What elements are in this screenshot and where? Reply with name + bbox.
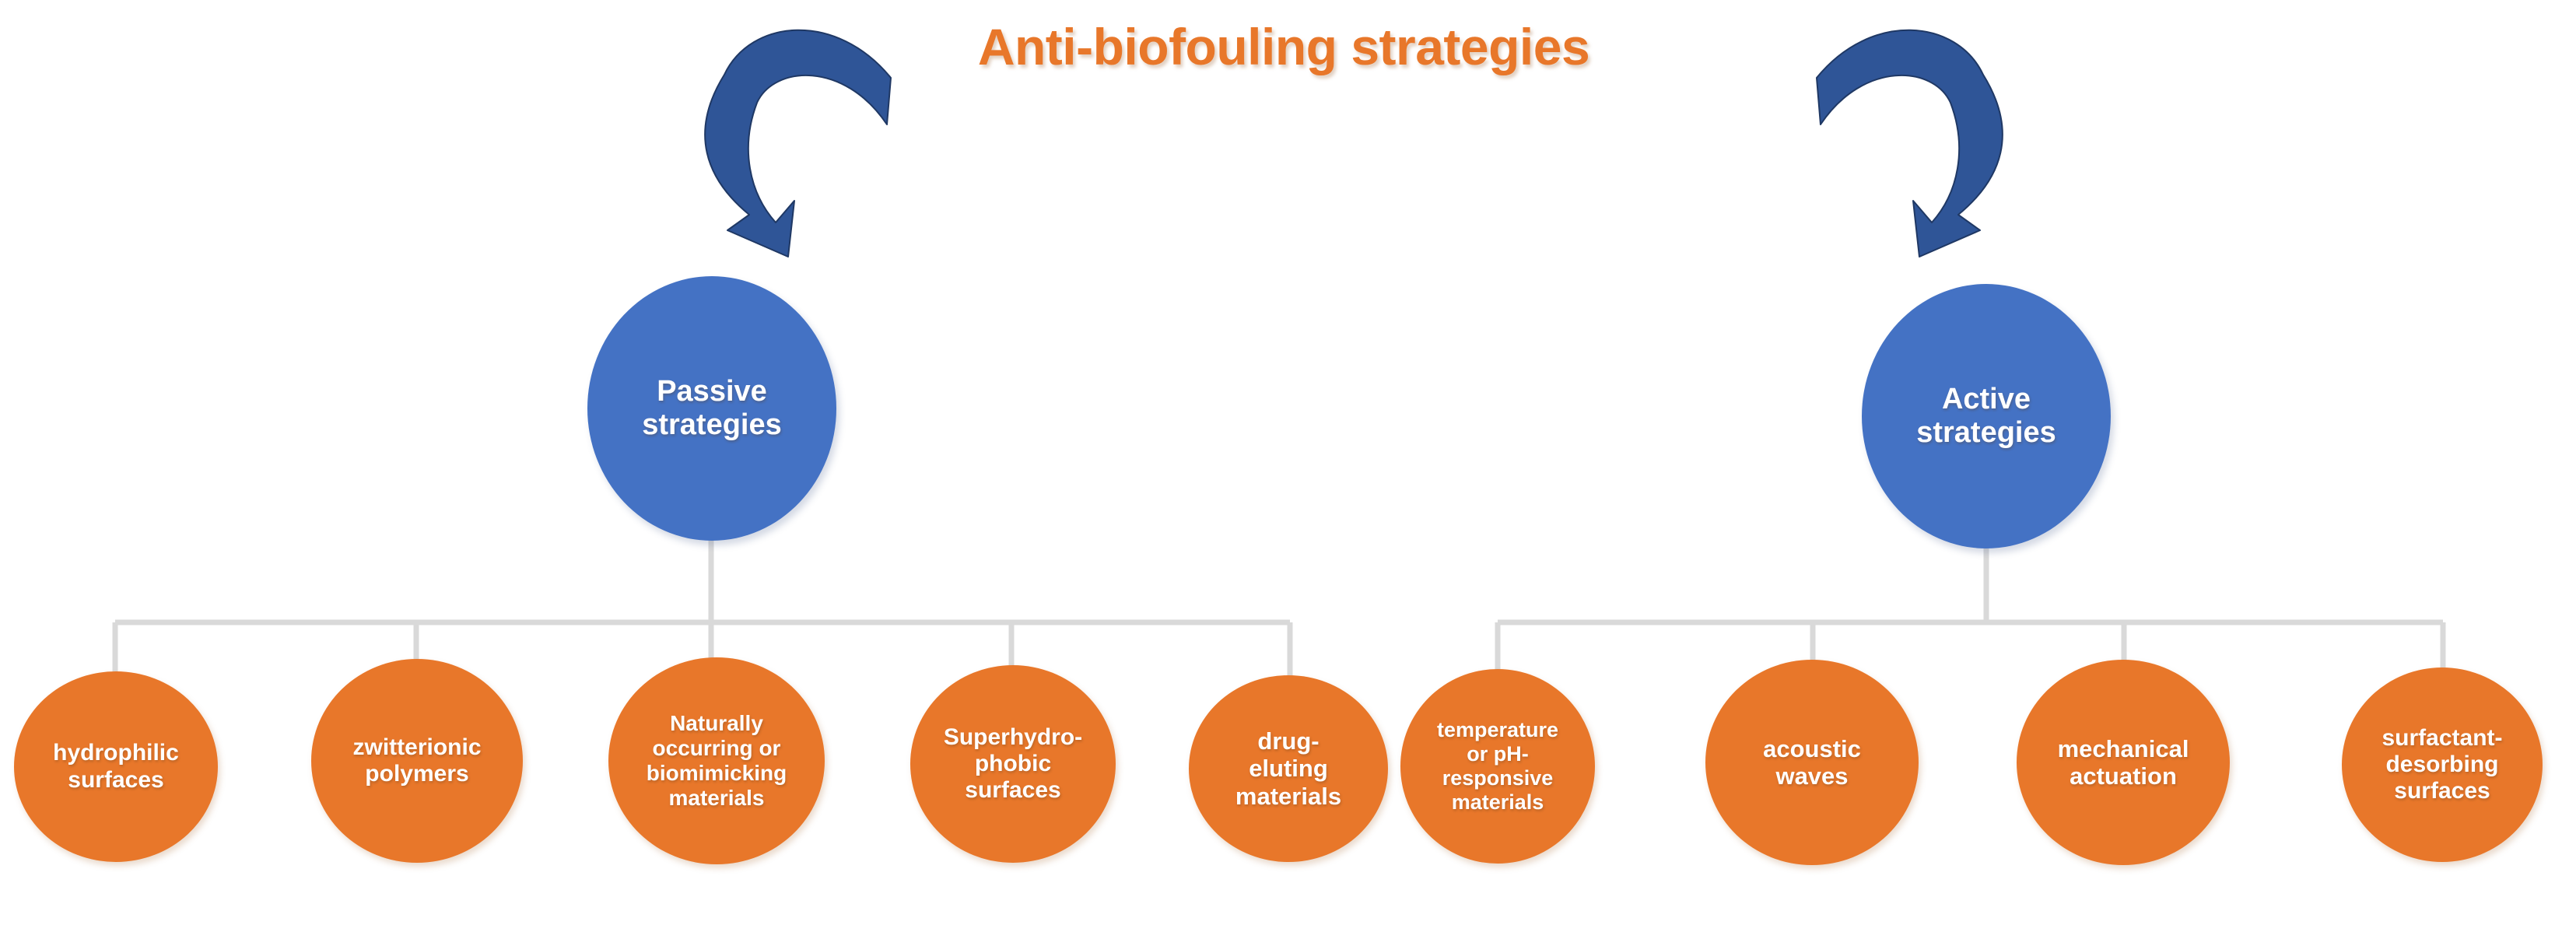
leaf-line-2: or pH- bbox=[1467, 742, 1529, 766]
node-acoustic-waves[interactable]: acoustic waves bbox=[1705, 660, 1919, 865]
node-temperature-or-ph-responsive-materials[interactable]: temperature or pH- responsive materials bbox=[1400, 669, 1595, 864]
leaf-line-3: materials bbox=[1235, 782, 1342, 810]
leaf-line-3: responsive bbox=[1442, 766, 1554, 790]
leaf-line-3: biomimicking bbox=[646, 761, 787, 785]
node-mechanical-actuation[interactable]: mechanical actuation bbox=[2017, 660, 2230, 865]
node-hydrophilic-surfaces[interactable]: hydrophilic surfaces bbox=[14, 671, 218, 862]
leaf-line-1: Naturally bbox=[670, 711, 763, 736]
leaf-line-2: surfaces bbox=[68, 766, 164, 793]
node-superhydrophobic-surfaces[interactable]: Superhydro- phobic surfaces bbox=[910, 665, 1116, 863]
leaf-line-1: surfactant- bbox=[2381, 724, 2503, 751]
leaf-line-2: eluting bbox=[1249, 755, 1328, 783]
leaf-line-2: desorbing bbox=[2385, 751, 2499, 777]
node-passive-strategies[interactable]: Passive strategies bbox=[587, 276, 836, 541]
leaf-line-2: phobic bbox=[974, 750, 1052, 776]
node-naturally-occurring-or-biomimicking-materials[interactable]: Naturally occurring or biomimicking mate… bbox=[608, 657, 825, 864]
leaf-line-1: hydrophilic bbox=[53, 740, 179, 766]
leaf-line-3: surfaces bbox=[965, 777, 1061, 804]
leaf-line-2: actuation bbox=[2070, 762, 2177, 790]
leaf-line-1: Superhydro- bbox=[943, 724, 1083, 750]
leaf-line-1: drug- bbox=[1257, 727, 1320, 755]
node-zwitterionic-polymers[interactable]: zwitterionic polymers bbox=[311, 659, 523, 863]
node-active-label-line2: strategies bbox=[1916, 416, 2056, 449]
right-curved-arrow bbox=[1816, 29, 2003, 258]
node-passive-label-line2: strategies bbox=[642, 408, 782, 441]
leaf-line-1: acoustic bbox=[1763, 734, 1861, 762]
leaf-line-4: materials bbox=[668, 785, 765, 810]
node-drug-eluting-materials[interactable]: drug- eluting materials bbox=[1189, 675, 1388, 862]
leaf-line-3: surfaces bbox=[2394, 778, 2490, 804]
node-active-label-line1: Active bbox=[1941, 382, 2031, 415]
node-active-strategies[interactable]: Active strategies bbox=[1862, 284, 2111, 548]
page-title: Anti-biofouling strategies bbox=[977, 18, 1590, 75]
leaf-line-1: zwitterionic bbox=[352, 734, 482, 760]
node-passive-label-line1: Passive bbox=[657, 374, 767, 408]
leaf-line-1: mechanical bbox=[2057, 734, 2189, 762]
leaf-line-4: materials bbox=[1451, 790, 1544, 814]
left-curved-arrow bbox=[704, 29, 892, 258]
node-surfactant-desorbing-surfaces[interactable]: surfactant- desorbing surfaces bbox=[2342, 667, 2543, 862]
leaf-line-1: temperature bbox=[1436, 718, 1559, 742]
leaf-line-2: waves bbox=[1775, 762, 1849, 790]
leaf-line-2: polymers bbox=[365, 761, 469, 787]
leaf-line-2: occurring or bbox=[652, 736, 781, 761]
